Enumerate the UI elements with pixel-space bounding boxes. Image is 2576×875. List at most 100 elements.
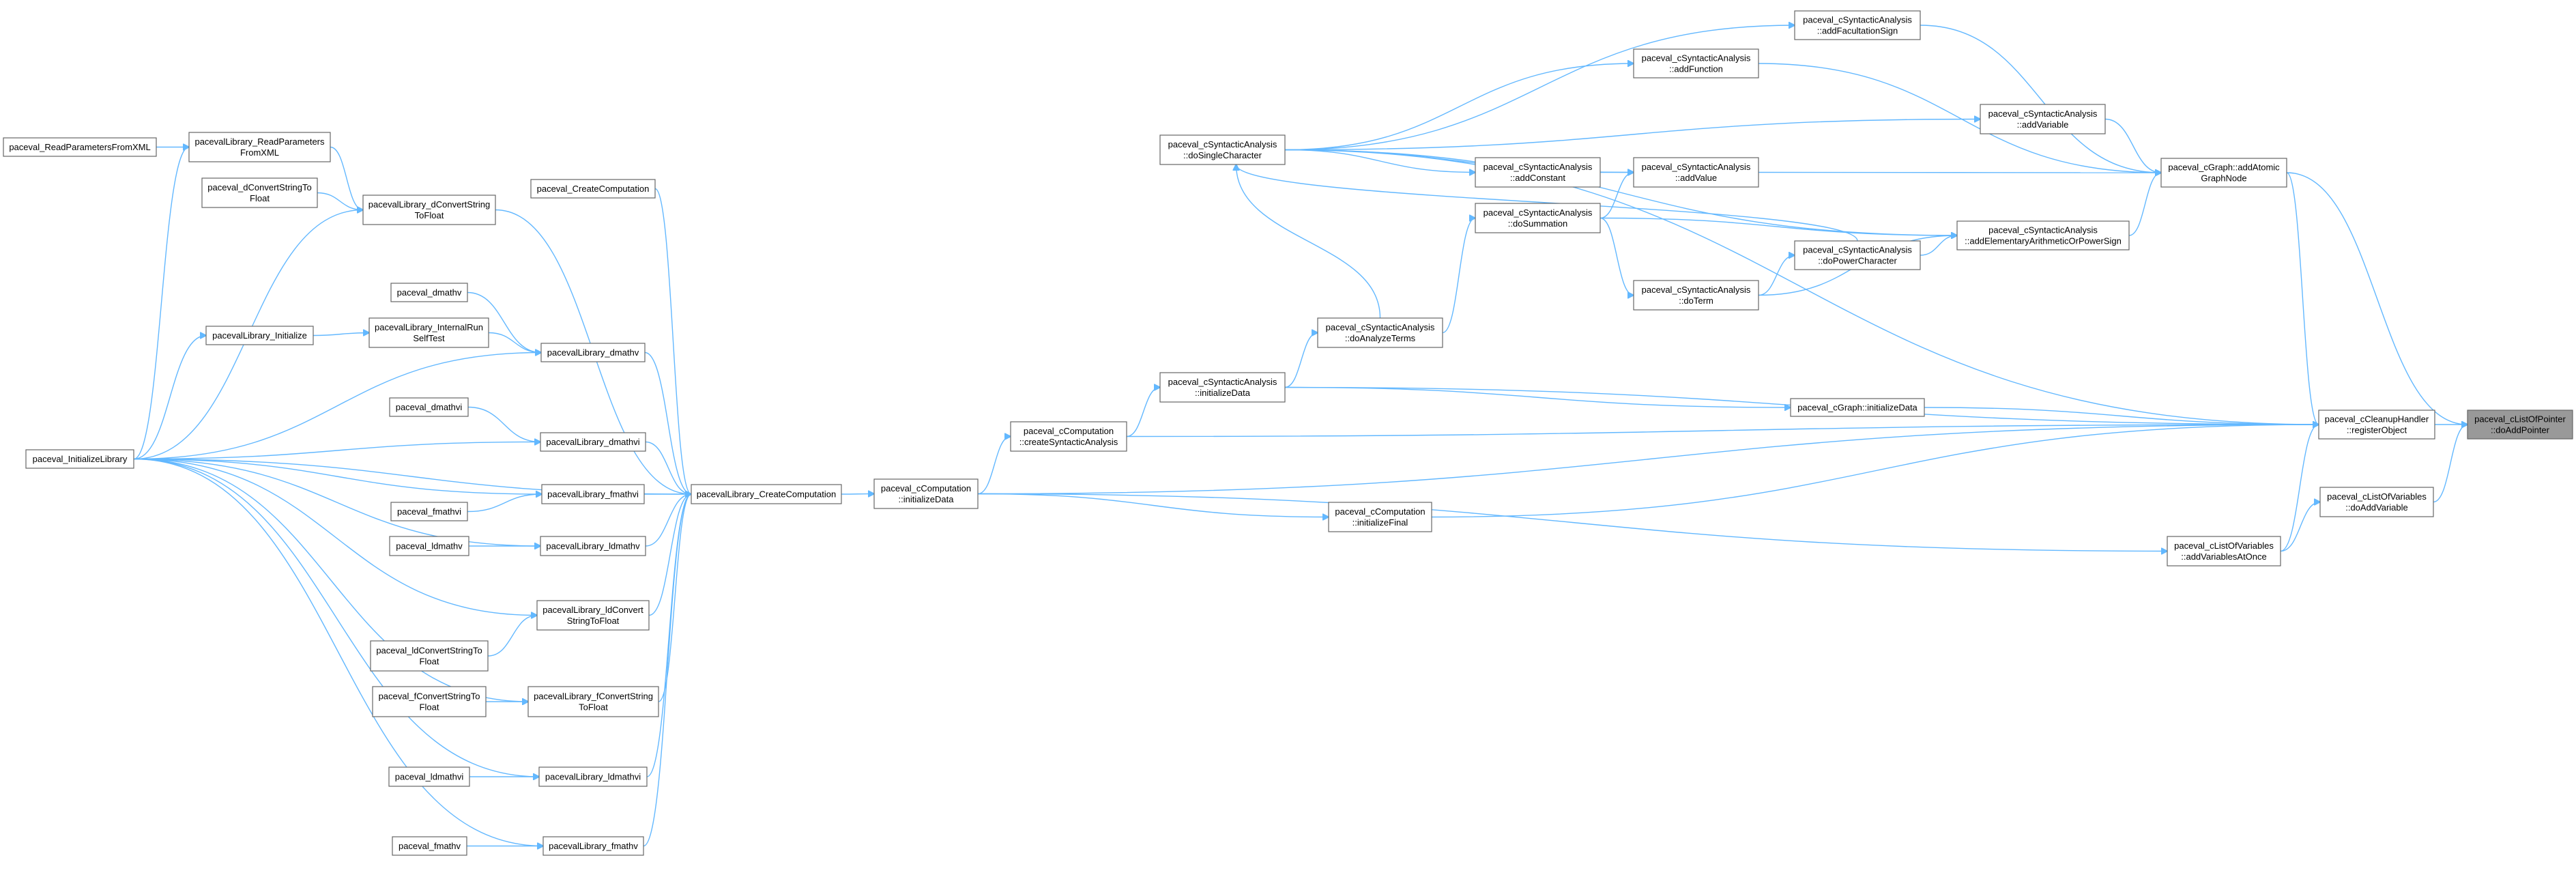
node-lib-dmathvi[interactable]: pacevalLibrary_dmathvi — [540, 432, 646, 452]
node-syn-init-data[interactable]: paceval_cSyntacticAnalysis::initializeDa… — [1159, 372, 1286, 403]
node-lib-read-x-m-l[interactable]: pacevalLibrary_ReadParametersFromXML — [188, 132, 331, 162]
node-label: ::doSingleCharacter — [1183, 150, 1262, 160]
node-box — [390, 283, 468, 302]
node-do-add-pointer[interactable]: paceval_cListOfPointer::doAddPointer — [2467, 410, 2573, 440]
edge-comp-init-data-to-add-vars-at-once — [977, 493, 2167, 551]
node-fmathv[interactable]: paceval_fmathv — [392, 836, 467, 856]
node-label: paceval_cSyntacticAnalysis — [1168, 139, 1277, 149]
edge-do-single-char-to-register-obj — [1284, 149, 2319, 425]
node-box — [1328, 502, 1432, 532]
node-dmathv[interactable]: paceval_dmathv — [390, 283, 468, 302]
node-label: GraphNode — [2201, 173, 2246, 184]
node-do-single-char[interactable]: paceval_cSyntacticAnalysis::doSingleChar… — [1159, 134, 1286, 165]
node-lib-ldmathv[interactable]: pacevalLibrary_ldmathv — [540, 536, 646, 556]
edge-do-term-to-do-power-char — [1758, 255, 1795, 296]
node-ldmathvi[interactable]: paceval_ldmathvi — [388, 766, 470, 787]
node-box — [1475, 157, 1601, 188]
node-read-x-m-l[interactable]: paceval_ReadParametersFromXML — [3, 137, 157, 157]
node-label: paceval_cSyntacticAnalysis — [1803, 245, 1912, 255]
node-box — [2160, 158, 2287, 188]
edge-lib-fmathv-to-lib-create-comp — [643, 494, 691, 847]
node-label: paceval_cGraph::addAtomic — [2168, 162, 2280, 173]
node-do-analyze-terms[interactable]: paceval_cSyntacticAnalysis::doAnalyzeTer… — [1317, 317, 1443, 348]
node-lib-fmathv[interactable]: pacevalLibrary_fmathv — [542, 836, 644, 856]
node-label: StringToFloat — [567, 616, 620, 626]
node-register-obj[interactable]: paceval_cCleanupHandler::registerObject — [2318, 410, 2435, 440]
node-label: ::addVariable — [2017, 119, 2069, 130]
node-box — [205, 326, 314, 345]
node-ldmathv[interactable]: paceval_ldmathv — [389, 536, 469, 556]
node-label: ::addElementaryArithmeticOrPowerSign — [1965, 236, 2122, 246]
node-lib-ldmathvi[interactable]: pacevalLibrary_ldmathvi — [538, 766, 648, 787]
node-add-fac-sign[interactable]: paceval_cSyntacticAnalysis::addFacultati… — [1794, 10, 1921, 40]
node-box — [1159, 134, 1286, 165]
node-init-lib[interactable]: paceval_InitializeLibrary — [25, 449, 134, 469]
node-label: pacevalLibrary_CreateComputation — [697, 489, 837, 500]
node-box — [527, 686, 659, 717]
node-box — [370, 640, 489, 672]
node-label: SelfTest — [413, 333, 445, 343]
node-label: ToFloat — [579, 702, 608, 713]
node-label: paceval_cSyntacticAnalysis — [1642, 285, 1751, 295]
node-box — [541, 484, 645, 504]
node-label: pacevalLibrary_ldmathv — [546, 541, 640, 551]
node-label: ::registerObject — [2347, 425, 2407, 435]
edge-lib-init-to-self-test — [313, 333, 369, 336]
node-label: paceval_InitializeLibrary — [33, 454, 128, 464]
node-do-add-variable[interactable]: paceval_cListOfVariables::doAddVariable — [2319, 487, 2434, 517]
node-create-comp[interactable]: paceval_CreateComputation — [530, 179, 656, 199]
node-do-summation[interactable]: paceval_cSyntacticAnalysis::doSummation — [1475, 203, 1601, 233]
node-label: pacevalLibrary_dmathv — [547, 347, 639, 358]
node-label: ::addConstant — [1510, 173, 1565, 183]
node-lib-dmathv[interactable]: pacevalLibrary_dmathv — [540, 343, 646, 362]
edge-syn-init-data-to-do-analyze-terms — [1284, 333, 1318, 388]
node-label: paceval_cListOfVariables — [2327, 491, 2427, 502]
edge-do-single-char-to-add-constant — [1284, 149, 1475, 173]
node-fmathvi[interactable]: paceval_fmathvi — [390, 502, 468, 521]
node-label: Float — [420, 702, 439, 713]
node-do-term[interactable]: paceval_cSyntacticAnalysis::doTerm — [1633, 280, 1759, 311]
node-label: paceval_fmathv — [399, 841, 461, 851]
edge-create-syn-to-syn-init-data — [1126, 388, 1160, 438]
node-label: paceval_cSyntacticAnalysis — [1988, 225, 2098, 235]
node-box — [2318, 410, 2435, 440]
node-box — [1010, 421, 1127, 452]
node-add-value[interactable]: paceval_cSyntacticAnalysis::addValue — [1633, 157, 1759, 188]
edge-dmathvi-to-lib-dmathvi — [467, 406, 540, 442]
node-label: paceval_cSyntacticAnalysis — [1988, 109, 2098, 119]
node-box — [540, 343, 646, 362]
node-add-variable[interactable]: paceval_cSyntacticAnalysis::addVariable — [1980, 104, 2106, 134]
node-label: paceval_cSyntacticAnalysis — [1484, 207, 1593, 218]
node-lib-create-comp[interactable]: pacevalLibrary_CreateComputation — [691, 484, 842, 504]
node-dmathvi[interactable]: paceval_dmathvi — [389, 397, 469, 417]
node-label: ::doAddPointer — [2491, 425, 2550, 435]
node-create-syn[interactable]: paceval_cComputation::createSyntacticAna… — [1010, 421, 1127, 452]
node-comp-init-data[interactable]: paceval_cComputation::initializeData — [873, 478, 979, 509]
node-label: ::doAddVariable — [2345, 502, 2408, 513]
node-label: pacevalLibrary_ReadParameters — [194, 137, 325, 147]
node-add-function[interactable]: paceval_cSyntacticAnalysis::addFunction — [1633, 48, 1759, 78]
node-add-vars-at-once[interactable]: paceval_cListOfVariables::addVariablesAt… — [2167, 536, 2281, 566]
node-do-power-char[interactable]: paceval_cSyntacticAnalysis::doPowerChara… — [1794, 240, 1921, 270]
node-init-final[interactable]: paceval_cComputation::initializeFinal — [1328, 502, 1432, 532]
node-lib-init[interactable]: pacevalLibrary_Initialize — [205, 326, 314, 345]
node-graph-init-data[interactable]: paceval_cGraph::initializeData — [1790, 398, 1925, 417]
node-add-elem-arith[interactable]: paceval_cSyntacticAnalysis::addElementar… — [1956, 220, 2130, 250]
node-label: ::doAnalyzeTerms — [1345, 333, 1416, 343]
edge-comp-init-data-to-create-syn — [977, 437, 1011, 495]
edge-do-analyze-terms-to-do-single-char — [1236, 164, 1381, 319]
edges-layer — [133, 25, 2468, 847]
node-add-constant[interactable]: paceval_cSyntacticAnalysis::addConstant — [1475, 157, 1601, 188]
node-label: pacevalLibrary_Initialize — [212, 330, 307, 341]
node-lib-fmathvi[interactable]: pacevalLibrary_fmathvi — [541, 484, 645, 504]
edge-add-elem-arith-to-add-atomic — [2128, 173, 2161, 236]
node-label: pacevalLibrary_ldmathvi — [545, 772, 641, 782]
